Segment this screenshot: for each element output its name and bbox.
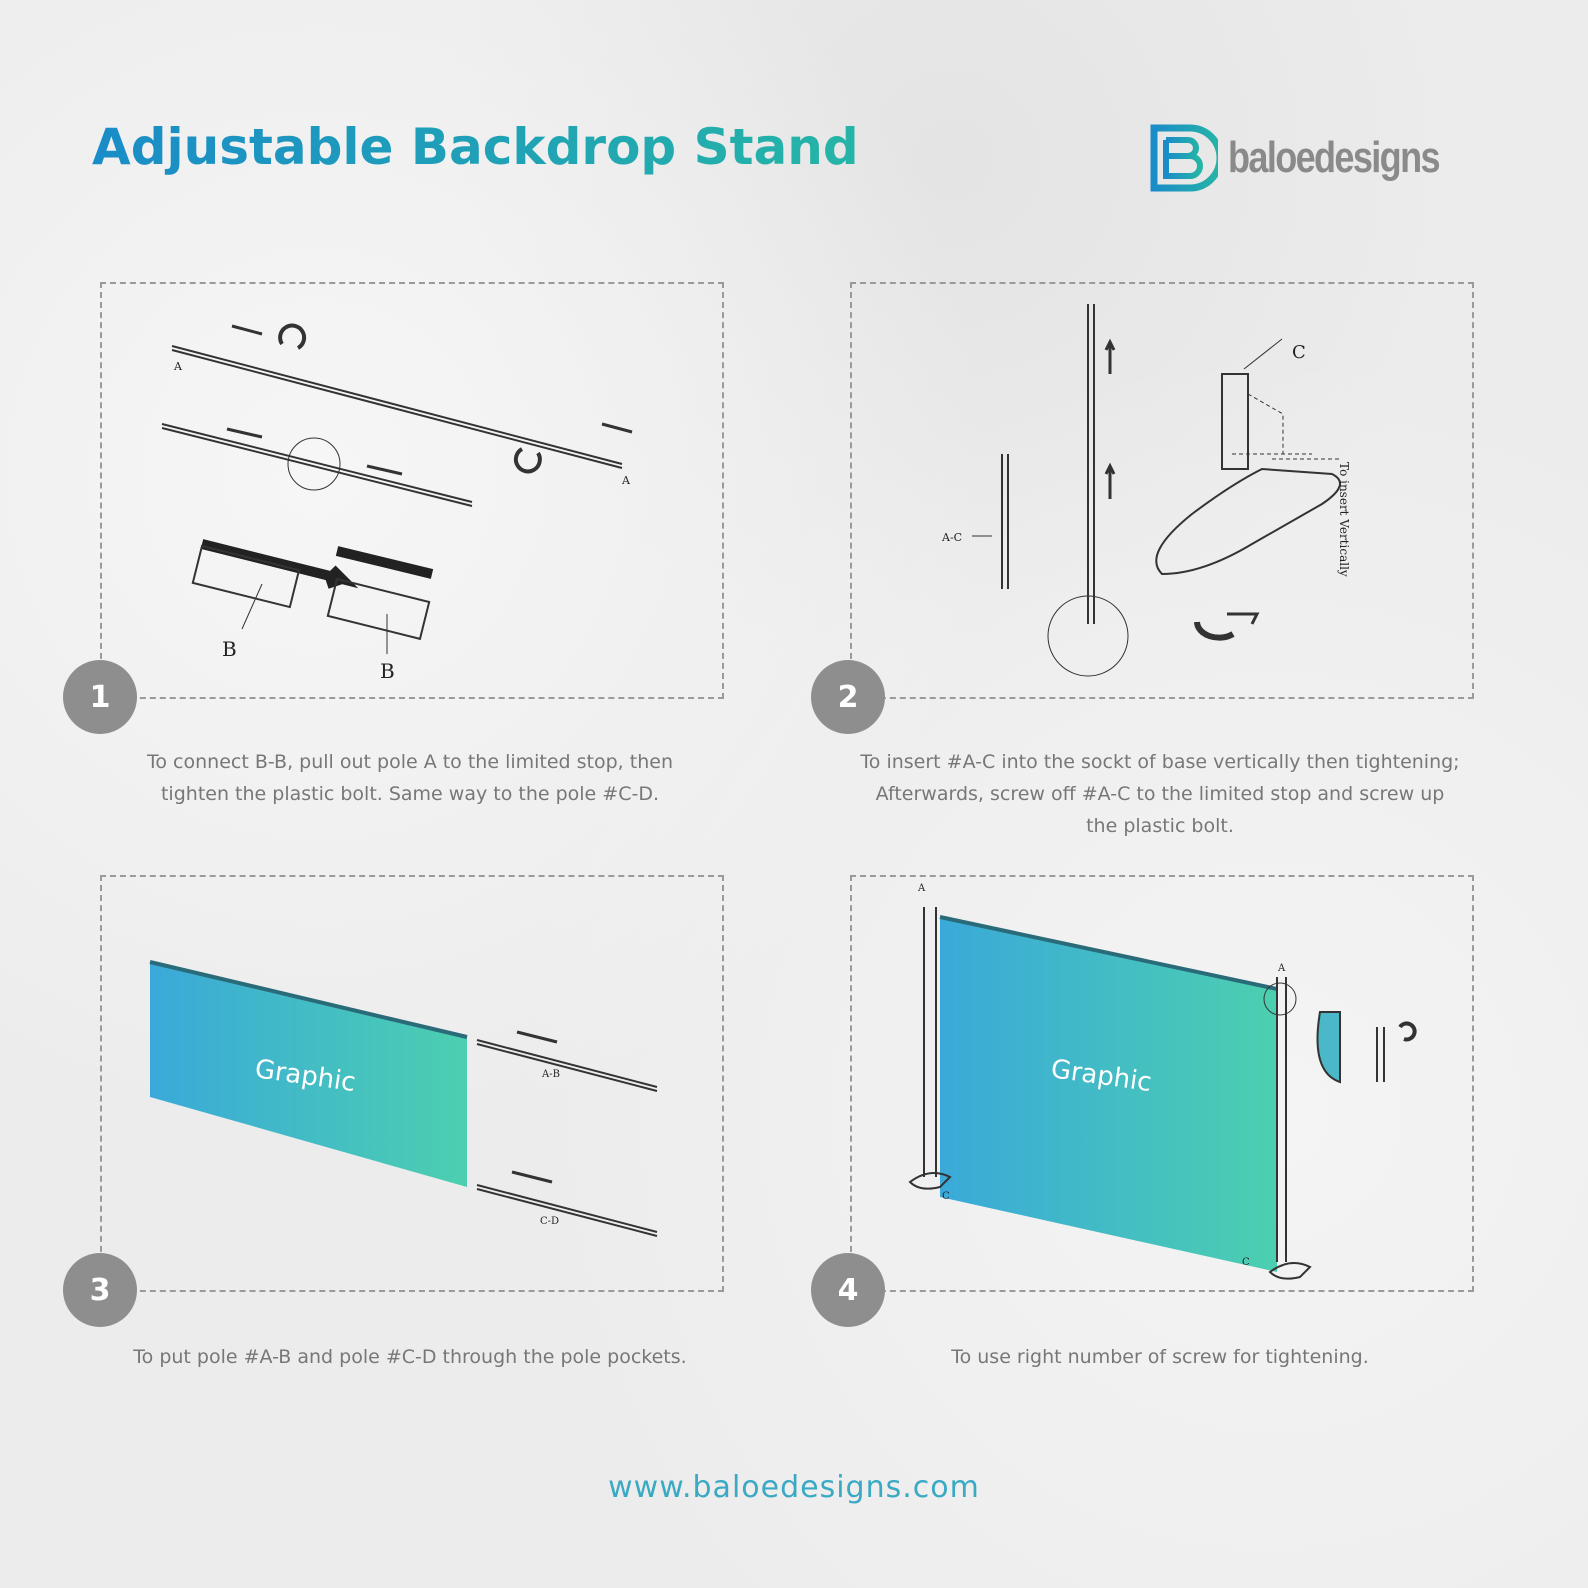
step-1-caption: To connect B-B, pull out pole A to the l… [147,751,673,805]
step-1-panel: A A B B [100,282,724,699]
step-number-2: 2 [811,660,885,734]
label-a: A [621,474,631,487]
brand-name: baloedesigns [1228,133,1441,182]
label-c: C [942,1191,950,1202]
label-a: A [173,360,183,373]
label-b: B [222,637,237,661]
label-insert-vertically: To insert Vertically [1337,462,1351,577]
graphic-banner [940,917,1277,1272]
label-a-c: A-C [941,531,962,544]
label-c: C [1242,1257,1250,1268]
assembled-stand-illustration: Graphic A A C C [908,883,1417,1280]
step-2-panel: C A-C To insert Vertically [850,282,1474,699]
step-number-3: 3 [63,1253,137,1327]
step-3-caption: To put pole #A-B and pole #C-D through t… [133,1346,687,1368]
label-b: B [380,659,395,683]
step-2-caption: To insert #A-C into the sockt of base ve… [860,751,1460,837]
base-insert-illustration: C A-C To insert Vertically [941,304,1351,677]
label-c-d: C-D [540,1216,559,1227]
step-number-1: 1 [63,660,137,734]
label-a: A [917,883,926,894]
step-4-caption: To use right number of screw for tighten… [951,1346,1369,1368]
label-a: A [1277,963,1286,974]
logo-icon [1150,124,1218,192]
brand-logo: baloedesigns [1150,124,1485,192]
step-number-4: 4 [811,1253,885,1327]
website-url[interactable]: www.baloedesigns.com [608,1470,980,1505]
page-title: Adjustable Backdrop Stand [92,118,859,176]
pole-connection-illustration: A A B B [161,323,633,683]
step-4-panel: Graphic A A C C [850,875,1474,1292]
step-3-panel: Graphic A-B C-D [100,875,724,1292]
pole-pocket-illustration: Graphic A-B C-D [149,960,658,1237]
label-c: C [1292,342,1306,363]
label-a-b: A-B [541,1069,560,1080]
